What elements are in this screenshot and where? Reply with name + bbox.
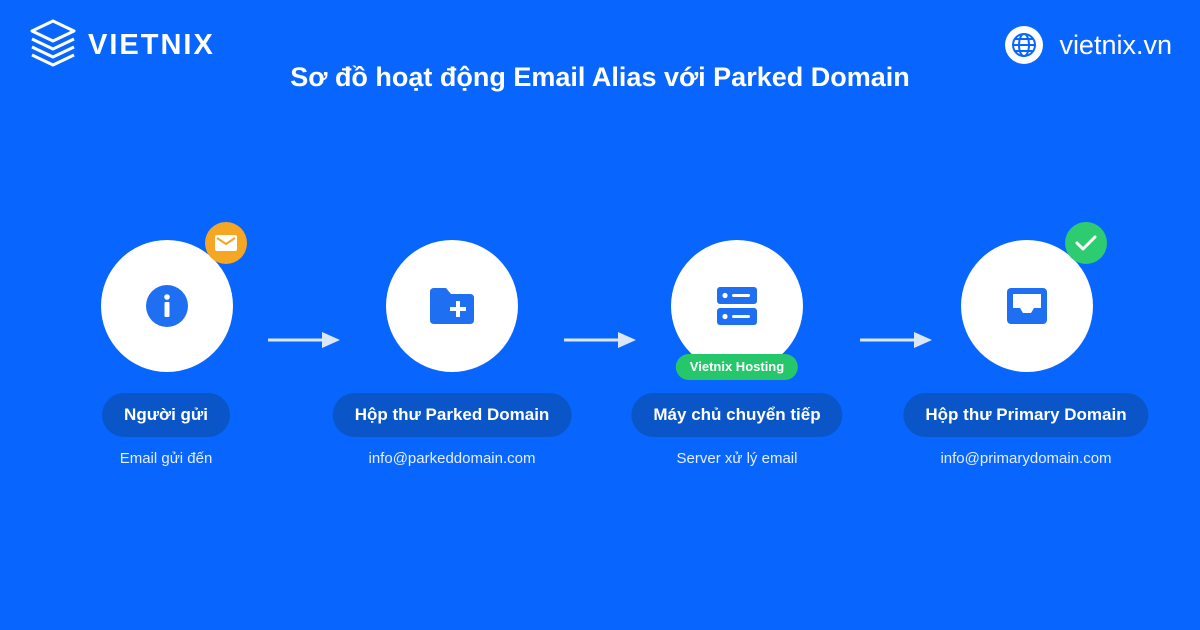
brand-name: VIETNIX [88, 28, 215, 61]
mail-badge [205, 222, 247, 264]
folder-plus-icon [430, 288, 474, 324]
step-sub-parked: info@parkeddomain.com [368, 450, 536, 467]
envelope-icon [215, 235, 237, 251]
server-icon [717, 287, 757, 325]
vietnix-logo[interactable]: VIETNIX [28, 18, 215, 72]
server-node [671, 240, 803, 372]
sender-node [101, 240, 233, 372]
hosting-tag: Vietnix Hosting [675, 354, 799, 380]
step-label-sender: Người gửi [102, 393, 230, 437]
vietnix-logo-icon [30, 19, 76, 67]
step-label-server: Máy chủ chuyển tiếp [631, 393, 843, 437]
arrow-right-icon [564, 332, 636, 348]
step-sub-sender: Email gửi đến [119, 450, 213, 467]
check-icon [1075, 235, 1097, 251]
step-label-parked: Hộp thư Parked Domain [332, 393, 572, 437]
step-sub-server: Server xử lý email [676, 450, 798, 467]
step-label-primary: Hộp thư Primary Domain [903, 393, 1149, 437]
globe-icon [1005, 26, 1044, 64]
step-sub-primary: info@primarydomain.com [940, 450, 1112, 467]
arrow-right-icon [860, 332, 932, 348]
diagram-title: Sơ đồ hoạt động Email Alias với Parked D… [290, 62, 910, 92]
inbox-icon [1007, 288, 1047, 324]
arrow-right-icon [268, 332, 340, 348]
primary-domain-node [961, 240, 1093, 372]
website-link[interactable]: vietnix.vn [1005, 26, 1172, 64]
parked-domain-node [386, 240, 518, 372]
info-icon [146, 285, 188, 327]
success-badge [1065, 222, 1107, 264]
website-text: vietnix.vn [1059, 29, 1172, 60]
